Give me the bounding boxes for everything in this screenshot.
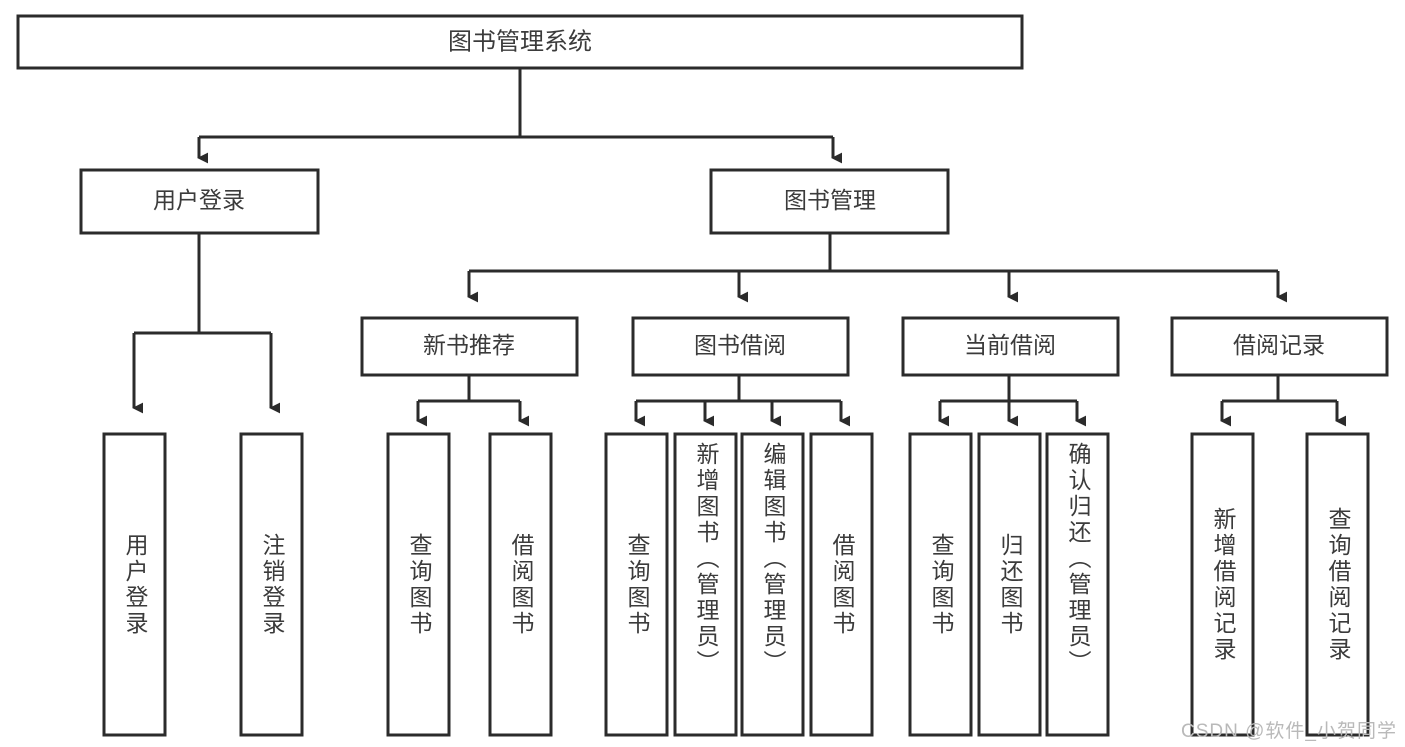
leaf-borrowrecord-add[interactable]	[1190, 432, 1255, 737]
connector-borrowrecord-to-leaves	[1220, 375, 1347, 427]
connector-bookmgmt-to-level3	[467, 233, 1288, 303]
connector-root-to-level2	[197, 68, 843, 164]
leaf-currentborrow-confirm[interactable]	[1045, 432, 1110, 737]
node-root-label: 图书管理系统	[448, 28, 592, 55]
connector-currentborrow-to-leaves	[938, 375, 1087, 427]
node-user-login[interactable]: 用户登录	[79, 168, 320, 235]
leaf-bookborrow-edit[interactable]	[740, 432, 805, 737]
connector-newbook-to-leaves	[416, 375, 530, 427]
leaf-newbook-query[interactable]	[386, 432, 451, 737]
leaf-currentborrow-return[interactable]	[977, 432, 1042, 737]
connector-bookborrow-to-leaves	[634, 375, 851, 427]
node-user-login-label: 用户登录	[153, 187, 245, 213]
leaf-user-login-login[interactable]	[102, 432, 167, 737]
node-book-borrow-label: 图书借阅	[694, 332, 786, 358]
node-book-borrow[interactable]: 图书借阅	[631, 316, 850, 377]
leaf-currentborrow-query[interactable]	[908, 432, 973, 737]
connector-userlogin-to-leaves	[132, 233, 281, 414]
node-root[interactable]: 图书管理系统	[16, 14, 1024, 70]
node-book-management-label: 图书管理	[784, 187, 876, 213]
leaf-borrowrecord-query[interactable]	[1305, 432, 1370, 737]
leaf-newbook-borrow[interactable]	[488, 432, 553, 737]
node-current-borrow-label: 当前借阅	[964, 332, 1056, 358]
leaf-bookborrow-borrow[interactable]	[809, 432, 874, 737]
node-book-management[interactable]: 图书管理	[709, 168, 950, 235]
leaf-bookborrow-add[interactable]	[673, 432, 738, 737]
leaf-user-login-logout[interactable]	[239, 432, 304, 737]
node-new-book-recommend-label: 新书推荐	[423, 332, 515, 358]
leaf-bookborrow-query[interactable]	[604, 432, 669, 737]
node-current-borrow[interactable]: 当前借阅	[901, 316, 1120, 377]
node-borrow-record-label: 借阅记录	[1233, 332, 1325, 358]
watermark: CSDN @软件_小贺同学	[1181, 721, 1397, 742]
node-borrow-record[interactable]: 借阅记录	[1170, 316, 1389, 377]
node-new-book-recommend[interactable]: 新书推荐	[360, 316, 579, 377]
